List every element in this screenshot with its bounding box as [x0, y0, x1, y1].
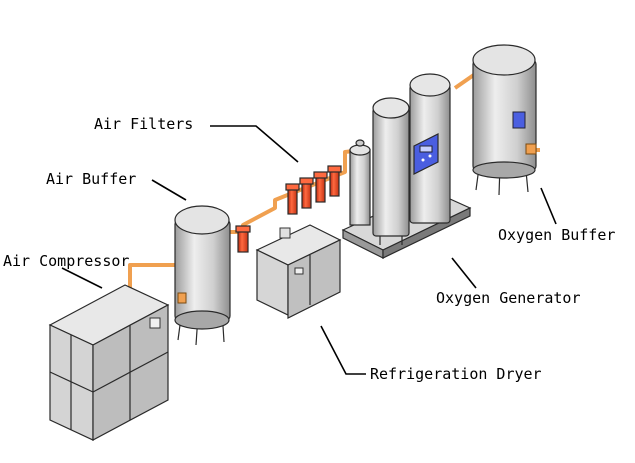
leader-refrigeration-dryer — [320, 325, 366, 375]
generator-small-cylinder — [349, 139, 371, 226]
label-oxygen-buffer: Oxygen Buffer — [498, 226, 615, 244]
air-filter-2 — [299, 177, 314, 209]
air-buffer-valve — [177, 292, 187, 304]
oxygen-buffer-valve — [525, 143, 537, 155]
label-refrigeration-dryer: Refrigeration Dryer — [370, 365, 542, 383]
leader-air-buffer — [151, 179, 187, 201]
refrigeration-dryer — [255, 224, 342, 319]
dryer-side — [287, 239, 341, 319]
oxygen-buffer-tank — [472, 44, 537, 196]
pre-filter — [235, 225, 251, 253]
leader-oxygen-buffer — [540, 187, 557, 225]
labels: Air Filters Air Buffer Air Compressor Ox… — [3, 115, 615, 383]
label-oxygen-generator: Oxygen Generator — [436, 289, 581, 307]
oxygen-generator — [341, 73, 472, 259]
air-compressor — [48, 284, 170, 441]
label-air-compressor: Air Compressor — [3, 252, 129, 270]
compressor-control-panel — [149, 317, 161, 329]
leader-lines — [61, 125, 557, 375]
air-filter-4 — [327, 165, 342, 197]
label-air-filters: Air Filters — [94, 115, 193, 133]
label-air-buffer: Air Buffer — [46, 170, 136, 188]
leader-oxygen-generator — [451, 257, 477, 289]
pipe-buffer-to-filters — [228, 176, 331, 234]
air-filter-3 — [313, 171, 328, 203]
leader-air-compressor — [61, 267, 103, 289]
air-filter-1 — [285, 183, 300, 215]
air-buffer-tank — [174, 205, 231, 346]
generator-control-panel — [413, 133, 439, 175]
adsorption-tower-1 — [372, 97, 410, 245]
leader-air-filters — [210, 125, 299, 163]
oxygen-buffer-meter — [512, 111, 526, 129]
air-filters — [285, 165, 342, 215]
pipe-compressor-to-buffer — [128, 263, 180, 290]
air-buffer-body — [174, 219, 231, 321]
